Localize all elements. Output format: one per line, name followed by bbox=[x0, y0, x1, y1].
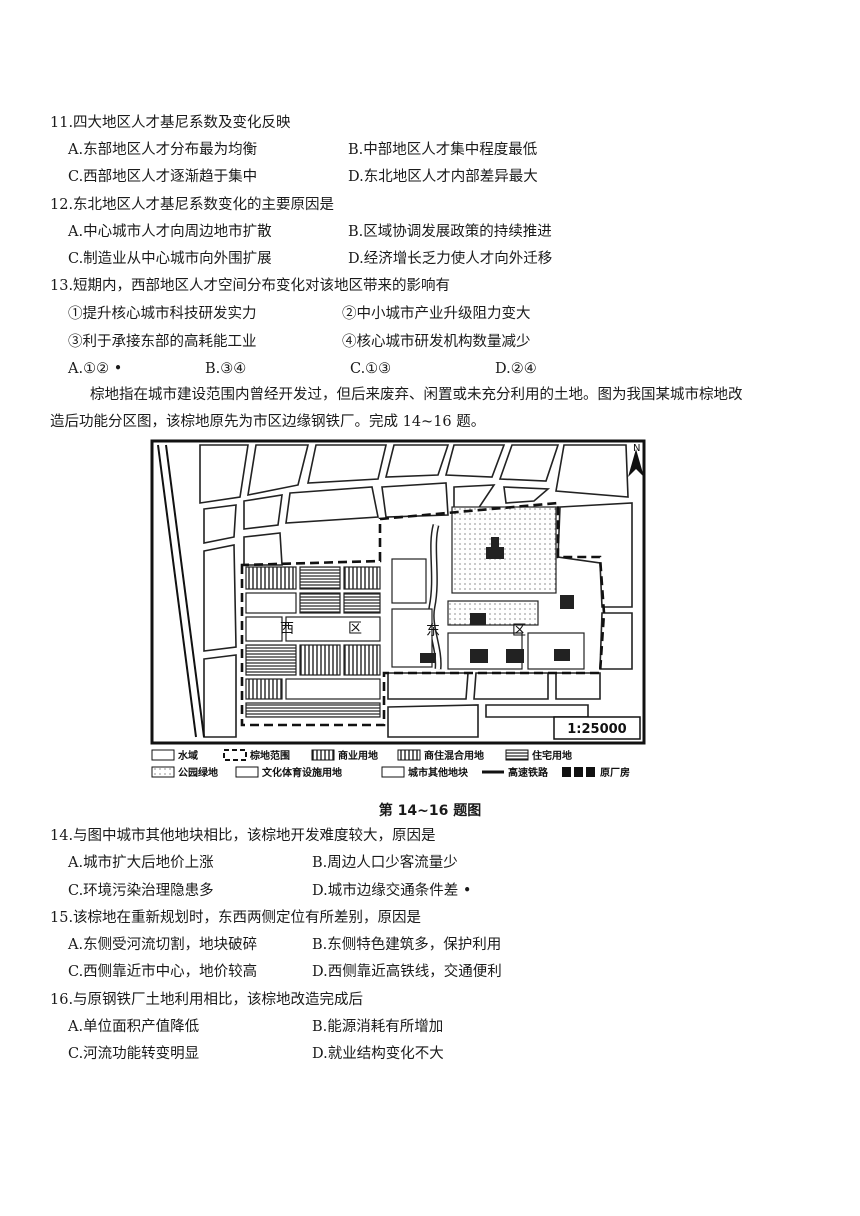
scale-label: 1:25000 bbox=[567, 722, 626, 737]
q16-option-a: A.单位面积产值降低 bbox=[68, 1019, 200, 1035]
brownfield-map: 西 区 东 区 N 1:25000 水域 棕地范围 商业用地 商住混合用地 住宅… bbox=[148, 437, 648, 789]
q15-option-a: A.东侧受河流切割，地块破碎 bbox=[68, 937, 258, 953]
q14-option-a: A.城市扩大后地价上涨 bbox=[68, 855, 214, 871]
q13-option-c: C.①③ bbox=[350, 361, 392, 377]
q14-option-d: D.城市边缘交通条件差 • bbox=[312, 883, 472, 899]
legend-commercial: 商业用地 bbox=[338, 749, 378, 762]
legend-mixed: 商住混合用地 bbox=[424, 749, 484, 762]
q11-option-b: B.中部地区人才集中程度最低 bbox=[348, 142, 538, 158]
q15-option-c: C.西侧靠近市中心，地价较高 bbox=[68, 964, 258, 980]
q13-item-3: ③利于承接东部的高耗能工业 bbox=[68, 334, 257, 350]
q16-option-b: B.能源消耗有所增加 bbox=[312, 1019, 444, 1035]
q13-option-b: B.③④ bbox=[205, 361, 247, 377]
west-char-1: 西 bbox=[280, 621, 294, 637]
intro-line-2: 造后功能分区图，该棕地原先为市区边缘钢铁厂。完成 14~16 题。 bbox=[50, 414, 486, 430]
q12-stem: 12.东北地区人才基尼系数变化的主要原因是 bbox=[50, 197, 335, 213]
legend-culture: 文化体育设施用地 bbox=[262, 766, 342, 779]
east-char-1: 东 bbox=[426, 623, 440, 639]
q13-stem: 13.短期内，西部地区人才空间分布变化对该地区带来的影响有 bbox=[50, 278, 451, 294]
q14-option-b: B.周边人口少客流量少 bbox=[312, 855, 458, 871]
figure-caption: 第 14~16 题图 bbox=[378, 803, 482, 819]
legend-residential: 住宅用地 bbox=[532, 749, 572, 762]
q13-item-1: ①提升核心城市科技研发实力 bbox=[68, 306, 257, 322]
legend-park: 公园绿地 bbox=[178, 766, 218, 779]
q12-option-a: A.中心城市人才向周边地市扩散 bbox=[68, 224, 272, 240]
q12-option-d: D.经济增长乏力使人才向外迁移 bbox=[348, 251, 553, 267]
q11-option-d: D.东北地区人才内部差异最大 bbox=[348, 169, 538, 185]
west-char-2: 区 bbox=[348, 621, 362, 637]
q13-option-d: D.②④ bbox=[495, 361, 537, 377]
q16-stem: 16.与原钢铁厂土地利用相比，该棕地改造完成后 bbox=[50, 992, 364, 1008]
q14-option-c: C.环境污染治理隐患多 bbox=[68, 883, 214, 899]
intro-line-1: 棕地指在城市建设范围内曾经开发过，但后来废弃、闲置或未充分利用的土地。图为我国某… bbox=[90, 387, 743, 403]
q15-option-b: B.东侧特色建筑多，保护利用 bbox=[312, 937, 502, 953]
legend-railway: 高速铁路 bbox=[508, 766, 549, 779]
q14-stem: 14.与图中城市其他地块相比，该棕地开发难度较大，原因是 bbox=[50, 828, 436, 844]
legend-other: 城市其他地块 bbox=[408, 766, 469, 779]
q12-option-b: B.区域协调发展政策的持续推进 bbox=[348, 224, 552, 240]
legend-brownfield: 棕地范围 bbox=[249, 749, 290, 762]
legend-water: 水域 bbox=[177, 749, 198, 762]
q16-option-d: D.就业结构变化不大 bbox=[312, 1046, 444, 1062]
svg-text:N: N bbox=[633, 443, 640, 454]
q13-item-2: ②中小城市产业升级阻力变大 bbox=[342, 306, 531, 322]
q13-option-a: A.①② • bbox=[68, 361, 123, 377]
legend-factory: 原厂房 bbox=[600, 766, 630, 779]
q11-stem: 11.四大地区人才基尼系数及变化反映 bbox=[50, 115, 291, 131]
q16-option-c: C.河流功能转变明显 bbox=[68, 1046, 200, 1062]
q15-stem: 15.该棕地在重新规划时，东西两侧定位有所差别，原因是 bbox=[50, 910, 422, 926]
q12-option-c: C.制造业从中心城市向外围扩展 bbox=[68, 251, 272, 267]
q11-option-a: A.东部地区人才分布最为均衡 bbox=[68, 142, 258, 158]
north-arrow-icon: N bbox=[628, 443, 644, 477]
east-char-2: 区 bbox=[512, 623, 526, 639]
q11-option-c: C.西部地区人才逐渐趋于集中 bbox=[68, 169, 258, 185]
q13-item-4: ④核心城市研发机构数量减少 bbox=[342, 334, 531, 350]
q15-option-d: D.西侧靠近高铁线，交通便利 bbox=[312, 964, 502, 980]
